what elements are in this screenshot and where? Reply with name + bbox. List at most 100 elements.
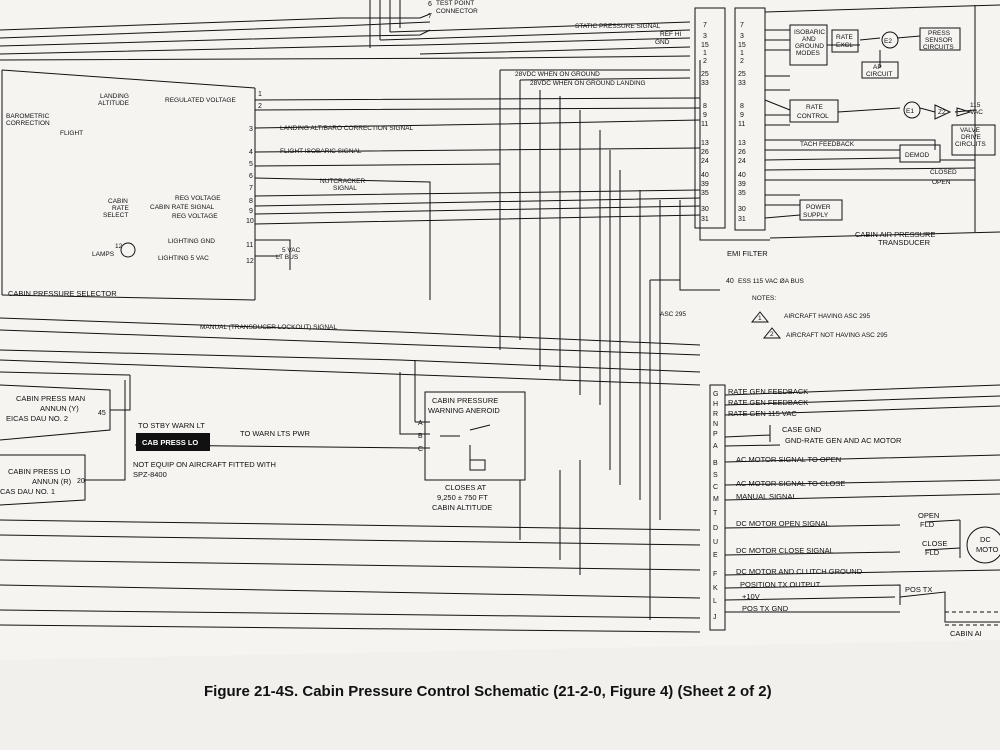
note-1-text: AIRCRAFT HAVING ASC 295 — [784, 313, 870, 320]
to-warn-lts-label: TO WARN LTS PWR — [240, 429, 310, 438]
cabin-press-man-title: CABIN PRESS MAN — [16, 394, 85, 403]
emi-right-pin: 25 — [738, 71, 746, 78]
selector-pin: 3 — [249, 126, 253, 133]
actuator-pin: K — [713, 585, 718, 592]
ap-circuit-block — [861, 61, 899, 79]
pos-tx-output-label: POSITION TX OUTPUT — [740, 580, 821, 589]
cabin-press-lo-eicas: CAS DAU NO. 1 — [0, 487, 55, 496]
selector-pin: 4 — [249, 149, 253, 156]
dc-motor-clutch-label: DC MOTOR AND CLUTCH GROUND — [736, 567, 863, 576]
emi-right-pin: 7 — [740, 22, 744, 29]
plus10v-label: +10V — [742, 592, 760, 601]
connector-label: CONNECTOR — [436, 8, 478, 15]
actuator-pin: S — [713, 472, 718, 479]
115-label: 115 — [970, 102, 981, 109]
isobaric-block — [789, 24, 828, 66]
press-sensor-block — [919, 27, 961, 51]
to-stby-warn-label: TO STBY WARN LT — [138, 421, 205, 430]
top-labels: TEST POINT CONNECTOR 6 7 — [428, 0, 478, 20]
emi-right-pin: 15 — [738, 42, 746, 49]
emi-right-pin: 35 — [738, 190, 746, 197]
emi-right-pin: 33 — [738, 80, 746, 87]
aneroid-pin-c: C — [418, 446, 423, 453]
actuator-pin: A — [713, 443, 718, 450]
lamps-count-label: 12 — [115, 243, 123, 250]
manual-lockout-signal-label: MANUAL (TRANSDUCER LOCKOUT) SIGNAL — [200, 324, 337, 331]
e1-label: E1 — [906, 108, 914, 115]
sensor-label: SENSOR — [925, 37, 953, 44]
pos-tx-gnd-label: POS TX GND — [742, 604, 789, 613]
actuator-pin: P — [713, 431, 718, 438]
actuator-pin: F — [713, 571, 717, 578]
nutcracker-signal-label: SIGNAL — [333, 185, 357, 192]
closes-alt-label: CABIN ALTITUDE — [432, 503, 492, 512]
open-label: OPEN — [932, 179, 951, 186]
e2-label: E2 — [884, 38, 892, 45]
landing-baro-signal-label: LANDING ALT/BARO CORRECTION SIGNAL — [280, 125, 414, 132]
dc-motor-close-label: DC MOTOR CLOSE SIGNAL — [736, 546, 834, 555]
dashed-enclosure — [945, 611, 1000, 626]
emi-left-pin: 31 — [701, 216, 709, 223]
rate-control-control-label: CONTROL — [797, 113, 829, 120]
actuator-pin: M — [713, 496, 719, 503]
selector-pin: 8 — [249, 198, 253, 205]
emi-left-pin: 1 — [703, 50, 707, 57]
manual-signal-label: MANUAL SIGNAL — [736, 492, 797, 501]
static-pressure-label: STATIC PRESSURE SIGNAL — [575, 23, 661, 30]
vac-label: VAC — [970, 109, 983, 116]
tach-feedback-label: TACH FEEDBACK — [800, 141, 855, 148]
notes: NOTES: 1 AIRCRAFT HAVING ASC 295 2 AIRCR… — [750, 295, 888, 339]
transducer-labels: ISOBARIC AND GROUND MODES RATE EXCL E2 P… — [794, 29, 986, 247]
dc-motor-open-label: DC MOTOR OPEN SIGNAL — [736, 519, 830, 528]
not-equip-label-2: SPZ-8400 — [133, 470, 167, 479]
28vdc-ground-label: 28VDC WHEN ON GROUND — [515, 71, 600, 78]
note-2-triangle — [762, 327, 782, 339]
asc-label: ASC 295 — [660, 311, 686, 318]
power-label: POWER — [806, 204, 831, 211]
actuator-pin: N — [713, 421, 718, 428]
test-point-label: TEST POINT — [436, 0, 474, 7]
cab-press-lo-badge — [136, 433, 210, 451]
selector-pin: 11 — [246, 242, 253, 249]
selector-pin: 2 — [258, 103, 262, 110]
dc-motor-label-2: MOTO — [976, 545, 999, 554]
rate-gen-115-label: RATE GEN 115 VAC — [728, 409, 797, 418]
ac-motor-close-label: AC MOTOR SIGNAL TO CLOSE — [736, 479, 845, 488]
closed-label: CLOSED — [930, 169, 957, 176]
selector-pin: 6 — [249, 173, 253, 180]
demod-block — [899, 144, 941, 163]
actuator-pin: J — [713, 614, 717, 621]
emi-right-pin: 40 — [738, 172, 746, 179]
selector-pin: 5 — [249, 161, 253, 168]
closes-at-label: CLOSES AT — [445, 483, 487, 492]
emi-left-pin: 24 — [701, 158, 709, 165]
notes-title: NOTES: — [752, 295, 776, 302]
pos-tx-label: POS TX — [905, 585, 932, 594]
circuit-label: CIRCUIT — [866, 71, 892, 78]
rate-excl-excl-label: EXCL — [836, 42, 853, 49]
cabin-air-label: CABIN AI — [950, 629, 982, 638]
rate-control-rate-label: RATE — [806, 104, 824, 111]
cabin-press-lo-sub: ANNUN (R) — [32, 477, 72, 486]
emi-right-pin: 9 — [740, 112, 744, 119]
actuator-labels: RATE GEN FEEDBACK RATE GEN FEEDBACK RATE… — [728, 387, 999, 638]
emi-left-pin: 33 — [701, 80, 709, 87]
power-supply-block — [799, 199, 843, 221]
actuator-pin: U — [713, 539, 718, 546]
emi-right-pin: 26 — [738, 149, 746, 156]
emi-left-pin: 40 — [701, 172, 709, 179]
isobaric-label: ISOBARIC — [794, 29, 825, 36]
emi-left-pin: 26 — [701, 149, 709, 156]
emi-left-pin: 15 — [701, 42, 709, 49]
selector-pin: 7 — [249, 185, 253, 192]
correction-label: CORRECTION — [6, 120, 50, 127]
z2-label: Z2 — [938, 109, 946, 116]
actuator-pin: G — [713, 391, 718, 398]
flight-label: FLIGHT — [60, 130, 83, 137]
case-gnd-label: CASE GND — [782, 425, 822, 434]
altitude-label: ALTITUDE — [98, 100, 130, 107]
note-1-mark: 1 — [758, 315, 762, 322]
emi-right-pin: 1 — [740, 50, 744, 57]
modes-label: MODES — [796, 50, 821, 57]
transducer-blocks — [789, 24, 996, 221]
